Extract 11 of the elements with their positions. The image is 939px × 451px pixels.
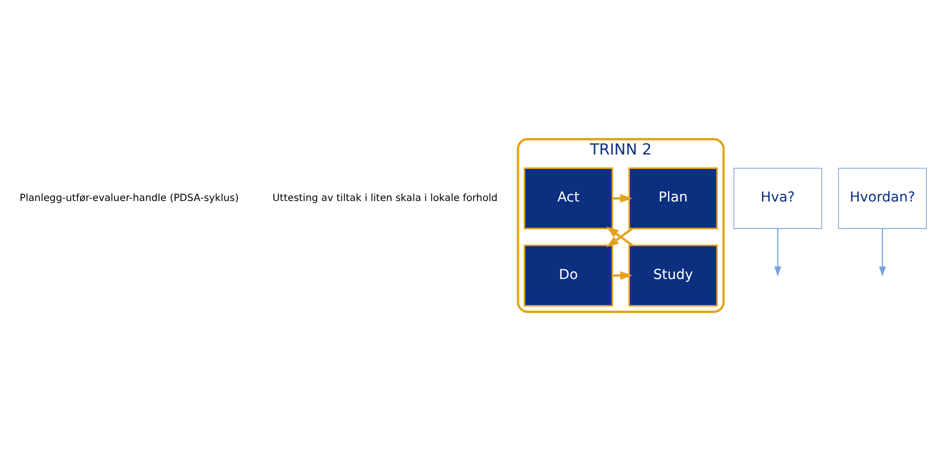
node-box: Do <box>524 244 614 306</box>
arrow <box>774 228 782 276</box>
arrow <box>878 228 886 276</box>
label: Uttesting av tiltak i liten skala i lokale forhold <box>272 192 498 204</box>
label: Planlegg-utfør-evaluer-handle (PDSA-syklus) <box>20 192 239 204</box>
node-box: Hva? <box>733 168 822 229</box>
arrow <box>612 194 632 203</box>
node-box: Hvordan? <box>838 168 927 229</box>
node-box: Act <box>524 167 614 230</box>
node-box: Plan <box>628 167 718 230</box>
node-box: Study <box>628 244 718 306</box>
